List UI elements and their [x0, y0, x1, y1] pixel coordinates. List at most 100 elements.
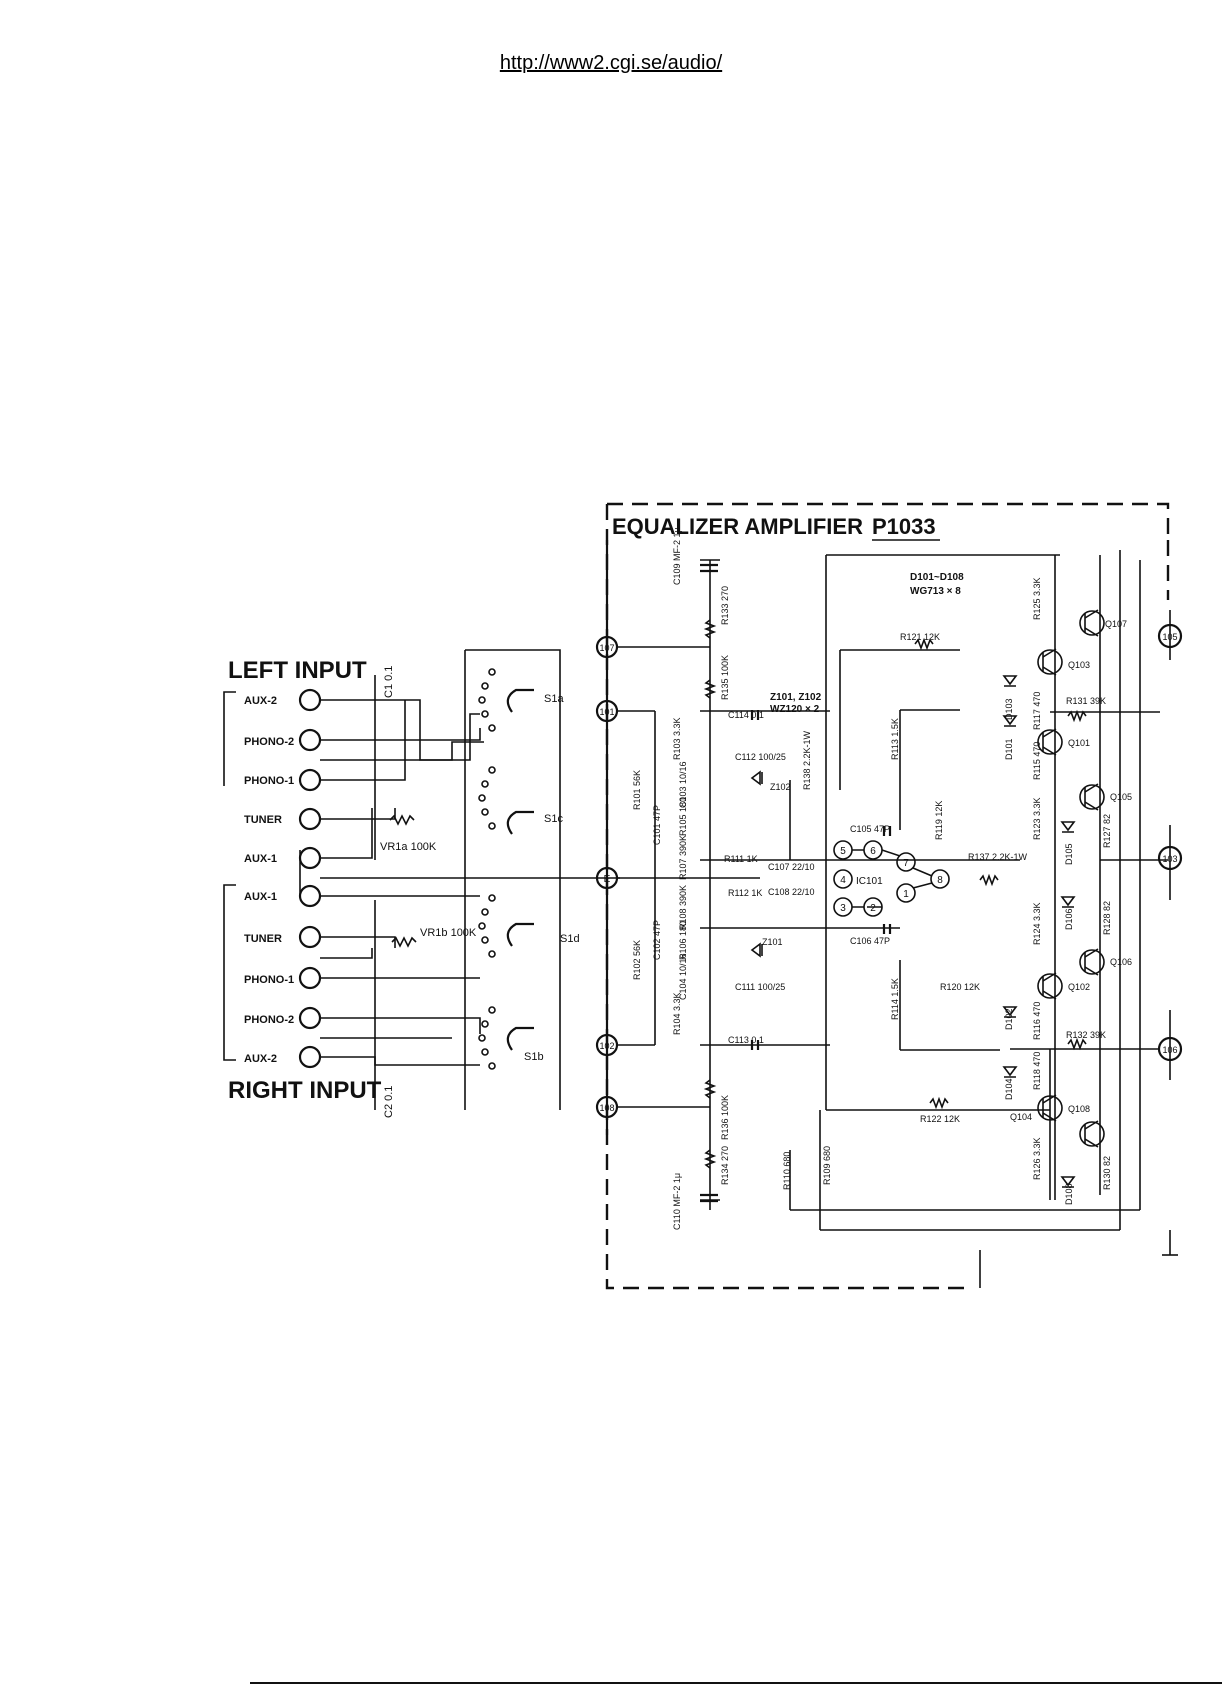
diode-symbols	[750, 675, 1076, 1188]
terminal-label: 101	[599, 707, 614, 717]
ic-label: IC101	[856, 876, 883, 887]
ic-pin: 1	[903, 889, 909, 900]
c108-label: C108 22/10	[768, 887, 815, 897]
r130-label: R130 82	[1102, 1156, 1112, 1190]
c103-label: C103 10/16	[678, 761, 688, 808]
r127-label: R127 82	[1102, 814, 1112, 848]
r108-label: R108 390K	[678, 885, 688, 930]
r122-label: R122 12K	[920, 1114, 960, 1124]
transistor-icon	[1037, 1094, 1063, 1122]
capacitor-icon	[700, 1193, 718, 1203]
q-label: Q101	[1068, 738, 1090, 748]
r138-label: R138 2.2K-1W	[802, 730, 812, 790]
capacitor-icon	[882, 826, 892, 836]
z101-label: Z101	[762, 937, 783, 947]
r103-label: R103 3.3K	[672, 717, 682, 760]
q-label: Q104	[1010, 1112, 1032, 1122]
switch-s1d: S1d	[478, 894, 580, 958]
vr1a-label: VR1a 100K	[380, 841, 437, 853]
component-labels: C109 MF-2 1μ R133 270 R135 100K R136 100…	[632, 527, 1132, 1230]
c106-label: C106 47P	[850, 936, 890, 946]
transistor-icon	[1037, 728, 1063, 756]
diode-icon	[1060, 821, 1076, 833]
d-label: D106	[1064, 908, 1074, 930]
z-type: WZ120 × 2	[770, 704, 820, 715]
switch-label: S1d	[560, 933, 580, 945]
switch-label: S1b	[524, 1051, 544, 1063]
resistor-icon	[703, 619, 717, 639]
r102-label: R102 56K	[632, 940, 642, 980]
terminal-label: E	[604, 874, 611, 885]
c101-label: C101 47P	[652, 805, 662, 845]
diode-icon	[1002, 675, 1018, 687]
r113-label: R113 1.5K	[890, 718, 900, 760]
ic-pin: 4	[840, 875, 846, 886]
z102-label: Z102	[770, 782, 791, 792]
ic-pin: 3	[840, 903, 846, 914]
left-jacks: AUX-2 PHONO-2 PHONO-1 TUNER AUX-1	[244, 688, 322, 870]
c114-label: C114 0.1	[728, 710, 764, 720]
ic-pin: 2	[870, 903, 876, 914]
source-url-link[interactable]: http://www2.cgi.se/audio/	[499, 52, 723, 74]
switch-s1c: S1c	[478, 766, 563, 835]
r120-label: R120 12K	[940, 982, 980, 992]
section-title: EQUALIZER AMPLIFIER	[612, 514, 863, 539]
capacitor-icon	[750, 710, 760, 720]
rca-jack-icon	[298, 1006, 322, 1030]
terminal-label: 108	[599, 1103, 614, 1113]
r116-label: R116 470	[1032, 1002, 1042, 1040]
rca-jack-icon	[298, 884, 322, 908]
ic-pin: 5	[840, 846, 846, 857]
bottom-rule	[250, 1682, 1222, 1684]
switch-s1b: S1b	[478, 1006, 544, 1070]
resistor-icon	[1067, 1037, 1087, 1051]
rca-jack-icon	[298, 728, 322, 752]
r134-label: R134 270	[720, 1146, 730, 1185]
rca-jack-icon	[298, 846, 322, 870]
d-note: D101~D108	[910, 572, 964, 583]
c2-label: C2 0.1	[383, 1086, 395, 1118]
r110-label: R110 680	[782, 1152, 792, 1190]
z-note: Z101, Z102	[770, 692, 822, 703]
switch-label: S1c	[544, 813, 563, 825]
d-label: D102	[1004, 1008, 1014, 1030]
resistor-icon	[703, 679, 717, 699]
vr1b-label: VR1b 100K	[420, 927, 477, 939]
capacitor-icon	[700, 563, 718, 573]
q-label: Q106	[1110, 957, 1132, 967]
jack-label: AUX-2	[244, 695, 277, 707]
r107-label: R107 390K	[678, 835, 688, 880]
terminal-label: 107	[599, 643, 614, 653]
d-type: WG713 × 8	[910, 586, 961, 597]
left-input-title: LEFT INPUT	[228, 657, 367, 684]
c1-label: C1 0.1	[383, 666, 395, 698]
c113-label: C113 0.1	[728, 1035, 764, 1045]
switch-label: S1a	[544, 693, 564, 705]
rca-jack-icon	[298, 768, 322, 792]
r128-label: R128 82	[1102, 901, 1112, 935]
source-url[interactable]: http://www2.cgi.se/audio/	[0, 52, 1222, 75]
resistor-icon	[1067, 709, 1087, 723]
c105-label: C105 47P	[850, 824, 890, 834]
right-input-title: RIGHT INPUT	[228, 1077, 382, 1104]
output-terminals: 105 103 106	[1157, 610, 1183, 1256]
q-label: Q103	[1068, 660, 1090, 670]
r101-label: R101 56K	[632, 770, 642, 810]
transistor-icon	[1079, 1120, 1105, 1148]
ic-pin: 7	[903, 858, 909, 869]
r118-label: R118 470	[1032, 1052, 1042, 1090]
rca-jack-icon	[298, 925, 322, 949]
r137-label: R137 2.2K-1W	[968, 852, 1028, 862]
c111-label: C111 100/25	[735, 982, 785, 992]
input-wiring	[299, 649, 620, 1110]
d-label: D105	[1064, 843, 1074, 865]
resistor-icon	[703, 1079, 717, 1099]
q-label: Q107	[1105, 619, 1127, 629]
right-bracket	[223, 884, 236, 1061]
jack-label: TUNER	[244, 933, 282, 945]
r123-label: R123 3.3K	[1032, 797, 1042, 840]
r131-label: R131 39K	[1066, 696, 1106, 706]
switch-s1a: S1a	[478, 668, 564, 732]
r136-label: R136 100K	[720, 1095, 730, 1140]
